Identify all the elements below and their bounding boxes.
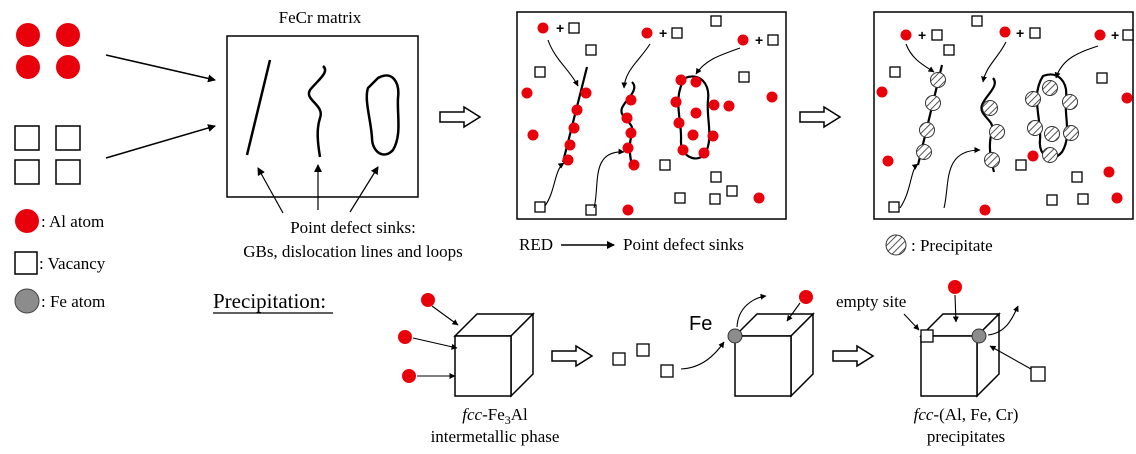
al-atom (16, 23, 40, 47)
arrow-sink-gb (257, 167, 284, 214)
al-atom (16, 55, 40, 79)
precipitate-caption-line1: fcc-(Al, Fe, Cr) (914, 405, 1019, 424)
legend-vacancy-symbol (14, 251, 38, 275)
loose-vacancies (612, 343, 674, 378)
arrow-sink-loop (349, 166, 379, 213)
al-atom (799, 290, 813, 304)
al-atoms-at-sinks (562, 74, 720, 171)
al-atom (402, 369, 416, 383)
process-arrow-2 (799, 106, 841, 128)
input-vacancies (14, 125, 81, 185)
legend-al-label: : Al atom (41, 212, 104, 231)
al-atom (948, 280, 962, 294)
vacancies-red (534, 15, 779, 216)
plus-sign: + (556, 20, 564, 36)
dislocation-line (307, 65, 327, 158)
fe-leaving-arrow (987, 305, 1019, 336)
al-atom (56, 55, 80, 79)
empty-site-arrow (903, 313, 920, 331)
empty-site-label: empty site (836, 292, 906, 311)
vacancies-precip (888, 15, 1134, 213)
precipitates (916, 72, 1079, 168)
input-al-atoms (16, 23, 80, 79)
al-atom (398, 330, 412, 344)
precipitate-panel-box (873, 11, 1134, 220)
fe-label: Fe (689, 313, 712, 335)
diffusion-arrows-red (544, 39, 741, 209)
plus-sign: + (755, 32, 763, 48)
vacancy-square (1030, 366, 1046, 382)
grain-boundary-line (245, 59, 272, 156)
fe3al-caption-line1: fcc-Fe3Al (462, 405, 528, 427)
sinks-caption-line2: GBs, dislocation lines and loops (243, 242, 463, 261)
vacancy-square (14, 125, 40, 151)
process-arrow-4 (832, 345, 874, 367)
precipitate-legend-label: : Precipitate (911, 236, 993, 255)
plus-sign: + (1016, 25, 1024, 41)
legend: : Al atom : Vacancy : Fe atom (14, 209, 106, 314)
free-al-atoms (876, 26, 1133, 216)
fcc-precipitate-cube (920, 313, 1000, 397)
process-arrow-3 (551, 345, 593, 367)
arrow-atoms-to-matrix (105, 54, 216, 83)
process-arrow-1 (439, 106, 481, 128)
al-incoming-arrow (952, 294, 959, 323)
fe-atom (727, 328, 743, 344)
al-atom (421, 293, 435, 307)
fe3al-cube (454, 313, 534, 397)
red-panel-box (516, 11, 787, 220)
fe-atom (971, 328, 987, 344)
panel1-title: FeCr matrix (279, 8, 362, 27)
plus-sign: + (918, 27, 926, 43)
red-caption-right: Point defect sinks (623, 235, 744, 254)
red-caption-left: RED (519, 235, 553, 254)
dislocation-loop (1035, 73, 1069, 159)
empty-site-vacancy (920, 329, 934, 343)
vacancy-square (55, 159, 81, 185)
plus-sign: + (1111, 27, 1119, 43)
vacancy-square (14, 159, 40, 185)
dislocation-line (980, 77, 996, 173)
fe-leaving-arrow (736, 293, 767, 328)
legend-al-symbol (15, 209, 39, 233)
arrow-vacancies-to-matrix (105, 124, 216, 159)
cube-fe-exchange (734, 313, 814, 397)
plus-sign: + (659, 25, 667, 41)
legend-fe-symbol (14, 288, 40, 314)
vacancy-to-fe-arrow (989, 345, 1032, 370)
legend-precipitate-symbol (885, 234, 907, 256)
legend-fe-label: : Fe atom (41, 292, 105, 311)
dislocation-loop (365, 74, 400, 156)
al-incoming-arrow (786, 302, 801, 322)
vacancy-to-cube-arrow (680, 341, 725, 370)
al-atom (56, 23, 80, 47)
al-arrows (412, 305, 459, 379)
diffusion-arrows-precip (899, 41, 1099, 209)
precipitation-heading: Precipitation: (213, 289, 326, 313)
fe3al-caption-line2: intermetallic phase (431, 427, 560, 446)
free-al-atoms (521, 22, 778, 216)
legend-vacancy-label: : Vacancy (39, 254, 106, 273)
precipitate-caption-line2: precipitates (927, 427, 1005, 446)
sinks-caption-line1: Point defect sinks: (290, 218, 416, 237)
vacancy-square (55, 125, 81, 151)
